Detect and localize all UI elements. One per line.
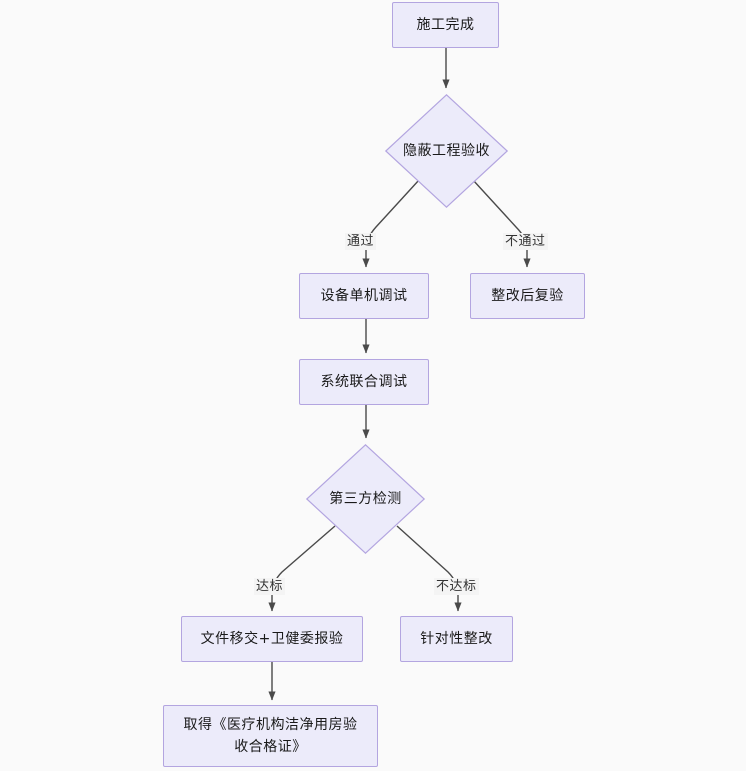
node-label: 针对性整改	[420, 631, 493, 647]
node-concealed-engineering-acceptance[interactable]: 隐蔽工程验收	[384, 93, 509, 209]
node-obtain-cleanroom-acceptance-certificate[interactable]: 取得《医疗机构洁净用房验 收合格证》	[163, 705, 378, 767]
edge-label-pass: 通过	[345, 233, 377, 250]
node-equipment-single-machine-commissioning[interactable]: 设备单机调试	[299, 273, 429, 319]
diamond-shape	[384, 93, 509, 209]
node-targeted-rectification[interactable]: 针对性整改	[400, 616, 513, 662]
node-label: 设备单机调试	[320, 288, 408, 304]
node-label: 整改后复验	[491, 288, 564, 304]
diamond-shape	[305, 443, 426, 555]
node-construction-complete[interactable]: 施工完成	[392, 2, 499, 48]
node-label: 系统联合调试	[320, 374, 408, 390]
node-label: 取得《医疗机构洁净用房验 收合格证》	[183, 717, 358, 755]
edge-label-fail: 不通过	[503, 233, 548, 250]
edge-label-meets-standard: 达标	[254, 578, 286, 595]
edge-label-below-standard: 不达标	[434, 578, 479, 595]
node-label: 施工完成	[416, 17, 475, 33]
node-document-handover-health-commission-inspection[interactable]: 文件移交+卫健委报验	[181, 616, 363, 662]
node-reinspection-after-rectification[interactable]: 整改后复验	[470, 273, 585, 319]
node-label: 文件移交+卫健委报验	[200, 631, 344, 647]
node-third-party-testing[interactable]: 第三方检测	[305, 443, 426, 555]
node-system-joint-commissioning[interactable]: 系统联合调试	[299, 359, 429, 405]
